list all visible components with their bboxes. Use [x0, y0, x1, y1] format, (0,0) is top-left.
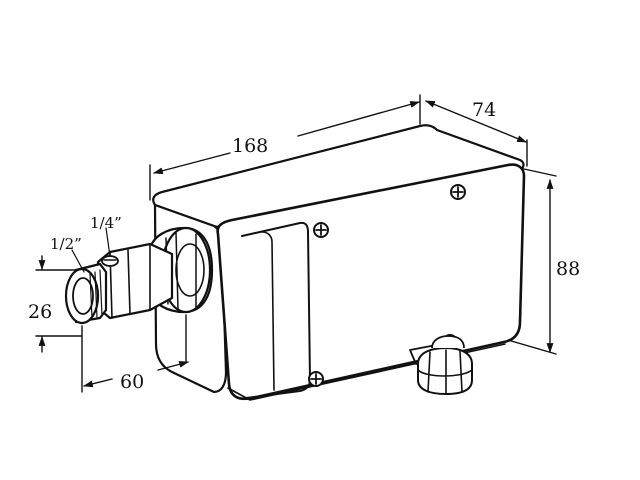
dimension-depth: 74 — [425, 99, 528, 167]
thread-label-inner-text: 1/4” — [90, 214, 122, 232]
dimension-offset: 60 — [81, 314, 189, 393]
screw-icon — [450, 184, 466, 200]
thread-label-outer: 1/2” — [50, 235, 85, 273]
thread-label-outer-text: 1/2” — [50, 235, 82, 253]
dimension-pipe-height: 26 — [28, 255, 83, 353]
dimension-depth-label: 74 — [472, 99, 496, 121]
pipe-end — [64, 262, 108, 325]
dimension-height-label: 88 — [556, 258, 580, 280]
screw-icon — [313, 222, 329, 238]
dimension-length: 168 — [149, 94, 421, 201]
dimension-height: 88 — [507, 168, 580, 355]
thread-label-inner: 1/4” — [90, 214, 122, 257]
dimension-offset-label: 60 — [120, 371, 144, 393]
cable-gland-icon — [417, 335, 473, 395]
screw-icon — [308, 371, 324, 387]
dimension-pipe-height-label: 26 — [28, 301, 52, 323]
dimension-length-label: 168 — [232, 135, 268, 157]
